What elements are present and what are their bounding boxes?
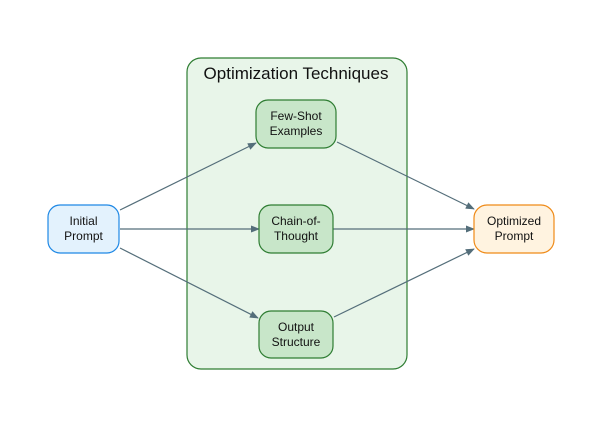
node-few-shot-examples: Few-Shot Examples xyxy=(255,99,337,149)
node-optimized-prompt-label-line1: Optimized xyxy=(487,214,541,228)
node-chain-of-thought-label-line1: Chain-of- xyxy=(271,214,320,228)
node-chain-of-thought-box xyxy=(258,204,334,254)
node-few-shot-examples-box xyxy=(255,99,337,149)
node-optimized-prompt-box xyxy=(473,204,555,254)
edge-initial-to-output xyxy=(119,247,259,319)
cluster-title: Optimization Techniques xyxy=(204,64,389,83)
node-output-structure: Output Structure xyxy=(258,310,334,359)
node-output-structure-label-line1: Output xyxy=(278,320,315,334)
edge-output-to-optimized xyxy=(333,248,475,318)
edge-initial-to-fewshot xyxy=(119,142,257,211)
node-few-shot-examples-label-line1: Few-Shot xyxy=(270,109,322,123)
node-initial-prompt-box xyxy=(47,204,120,254)
node-initial-prompt-label-line1: Initial xyxy=(69,214,97,228)
node-optimized-prompt-label-line2: Prompt xyxy=(495,229,534,243)
node-few-shot-examples-label-line2: Examples xyxy=(270,124,323,138)
node-initial-prompt-label-line2: Prompt xyxy=(64,229,103,243)
node-optimized-prompt: Optimized Prompt xyxy=(473,204,555,254)
node-chain-of-thought-label-line2: Thought xyxy=(274,229,319,243)
node-output-structure-label-line2: Structure xyxy=(272,335,321,349)
edges xyxy=(119,141,475,319)
node-output-structure-box xyxy=(258,310,334,359)
node-chain-of-thought: Chain-of- Thought xyxy=(258,204,334,254)
edge-fewshot-to-optimized xyxy=(336,141,475,210)
node-initial-prompt: Initial Prompt xyxy=(47,204,120,254)
